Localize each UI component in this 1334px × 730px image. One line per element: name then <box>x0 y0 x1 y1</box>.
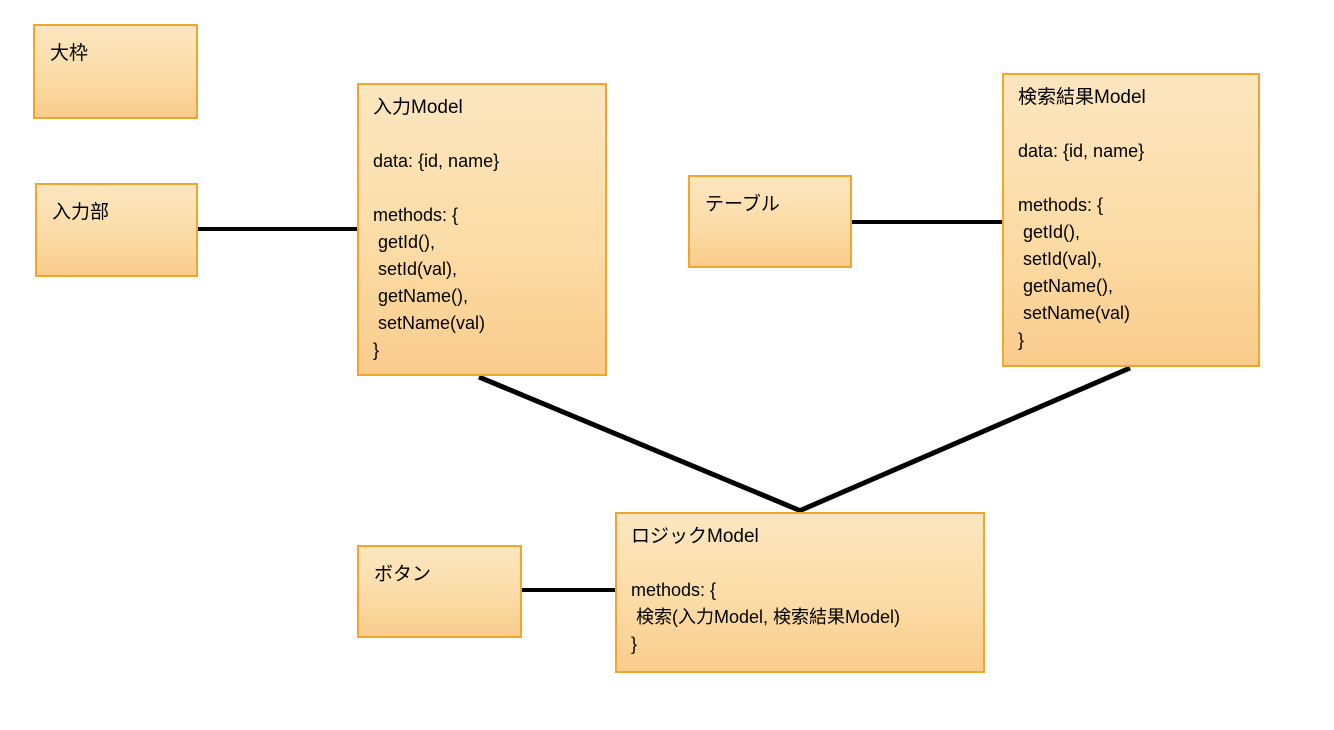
search-result-model-body-line: } <box>1018 330 1025 350</box>
input-model-body-line: setName(val) <box>373 313 486 333</box>
search-result-model-body-line: getId(), <box>1018 222 1081 242</box>
input-model-body-line: data: {id, name} <box>373 151 500 171</box>
logic-model-body-line: 検索(入力Model, 検索結果Model) <box>631 607 901 627</box>
search-result-model-body-line: data: {id, name} <box>1018 141 1145 161</box>
input-model-body-line: methods: { <box>373 205 459 225</box>
search-result-model-body-line: methods: { <box>1018 195 1104 215</box>
input-model-body-line <box>359 175 605 202</box>
input-model-body-line: setId(val), <box>373 259 458 279</box>
logic-model-body-line: } <box>631 634 638 654</box>
input-model-box: 入力Model data: {id, name} methods: { getI… <box>357 83 607 376</box>
input-section-box: 入力部 <box>35 183 198 277</box>
connector-search-result-model-to-logic-model <box>798 365 1131 514</box>
frame-box: 大枠 <box>33 24 198 119</box>
input-section-box-label: 入力部 <box>52 202 110 223</box>
connector-input-model-to-logic-model <box>478 374 802 514</box>
input-model-body-line: getName(), <box>373 286 469 306</box>
search-result-model-body-line: setName(val) <box>1018 303 1131 323</box>
button-box: ボタン <box>357 545 522 638</box>
input-model-body-line: } <box>373 340 380 360</box>
logic-model-body-line: methods: { <box>631 580 717 600</box>
search-result-model-body-line <box>1004 111 1258 138</box>
logic-model-body-line <box>617 550 983 577</box>
input-model-body-line: getId(), <box>373 232 436 252</box>
button-box-label: ボタン <box>374 564 432 585</box>
search-result-model-body-line: getName(), <box>1018 276 1114 296</box>
input-model-body-line <box>359 121 605 148</box>
frame-box-label: 大枠 <box>50 43 89 64</box>
input-model-title: 入力Model <box>373 97 463 118</box>
search-result-model-body-line: setId(val), <box>1018 249 1103 269</box>
table-box-label: テーブル <box>705 194 780 215</box>
table-box: テーブル <box>688 175 852 268</box>
search-result-model-title: 検索結果Model <box>1018 87 1146 108</box>
logic-model-box: ロジックModel methods: { 検索(入力Model, 検索結果Mod… <box>615 512 985 673</box>
search-result-model-box: 検索結果Model data: {id, name} methods: { ge… <box>1002 73 1260 367</box>
logic-model-title: ロジックModel <box>631 526 759 547</box>
search-result-model-body-line <box>1004 165 1258 192</box>
